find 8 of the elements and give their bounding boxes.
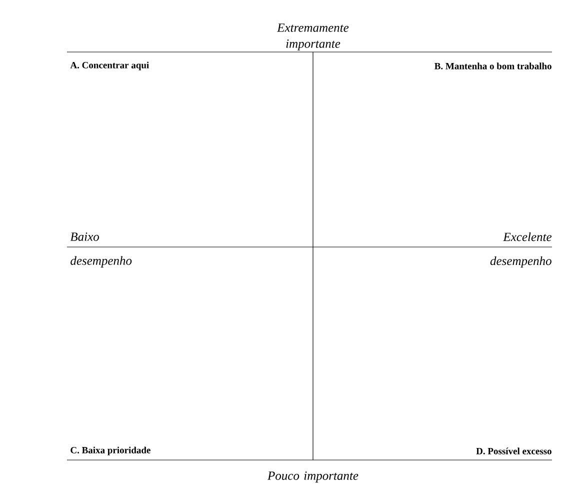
axis-label: Pouco importante <box>267 472 358 482</box>
axis-label: Extremamente importante <box>277 24 349 50</box>
axis-label: Baixo desempenho <box>70 232 132 268</box>
quadrant-label: C. Baixa prioridade <box>70 446 150 456</box>
quadrant-label: D. Possível excesso <box>476 448 552 454</box>
quadrant-label: A. Concentrar aqui <box>70 62 149 70</box>
axis-label: Excelente desempenho <box>490 232 552 268</box>
quadrant-label: B. Mantenha o bom trabalho <box>434 62 552 70</box>
